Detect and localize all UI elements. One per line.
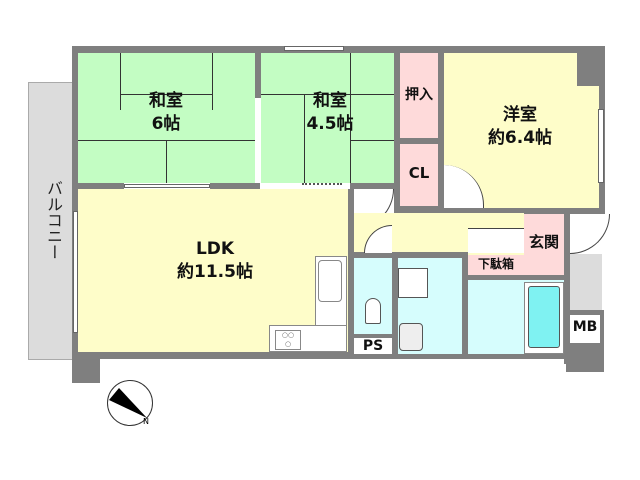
kitchen-counter-lower	[269, 325, 347, 352]
window-ldk	[73, 211, 78, 333]
getabako	[468, 255, 524, 275]
balcony	[28, 82, 74, 360]
room-closet	[400, 144, 438, 206]
door-bath[interactable]	[468, 228, 524, 253]
getabako-label: 下駄箱	[477, 257, 514, 271]
washbasin-icon	[399, 323, 423, 351]
mb-label: MB	[572, 319, 598, 335]
ps-area	[354, 338, 392, 354]
oshiire-label: 押入	[405, 87, 433, 103]
window-45	[284, 46, 344, 51]
closet-label: CL	[408, 164, 430, 182]
ps-label: PS	[362, 338, 384, 354]
toilet-icon	[365, 298, 381, 324]
sliding-door-6[interactable]	[124, 184, 210, 188]
balcony-label: バルコニー	[44, 180, 63, 260]
washitsu-6-label: 和室 6帖	[149, 91, 183, 134]
kitchen-sink	[318, 260, 342, 302]
ldk-label: LDK 約11.5帖	[177, 239, 253, 282]
youshitsu-label: 洋室 約6.4帖	[487, 105, 553, 148]
wall-bottom	[72, 352, 468, 359]
room-washitsu-45	[261, 53, 394, 183]
wall-left	[72, 46, 78, 356]
washing-machine-pan	[398, 268, 428, 298]
mb-area	[570, 315, 600, 343]
washitsu-45-label: 和室 4.5帖	[306, 91, 354, 134]
wall-6-45	[255, 53, 261, 98]
window-youshitsu	[598, 109, 604, 183]
north-arrow-icon: N	[109, 388, 149, 426]
wall-tatami-ldk-left	[78, 183, 124, 189]
genkan-label: 玄関	[528, 233, 559, 251]
room-ldk	[78, 189, 348, 352]
stove-icon: ○○○	[275, 330, 301, 350]
room-genkan	[524, 214, 564, 275]
corridor-strip	[570, 254, 602, 310]
entrance-door[interactable]	[570, 214, 610, 254]
svg-text:N: N	[143, 417, 149, 426]
bathtub-icon	[528, 286, 560, 348]
room-oshiire	[400, 53, 438, 138]
